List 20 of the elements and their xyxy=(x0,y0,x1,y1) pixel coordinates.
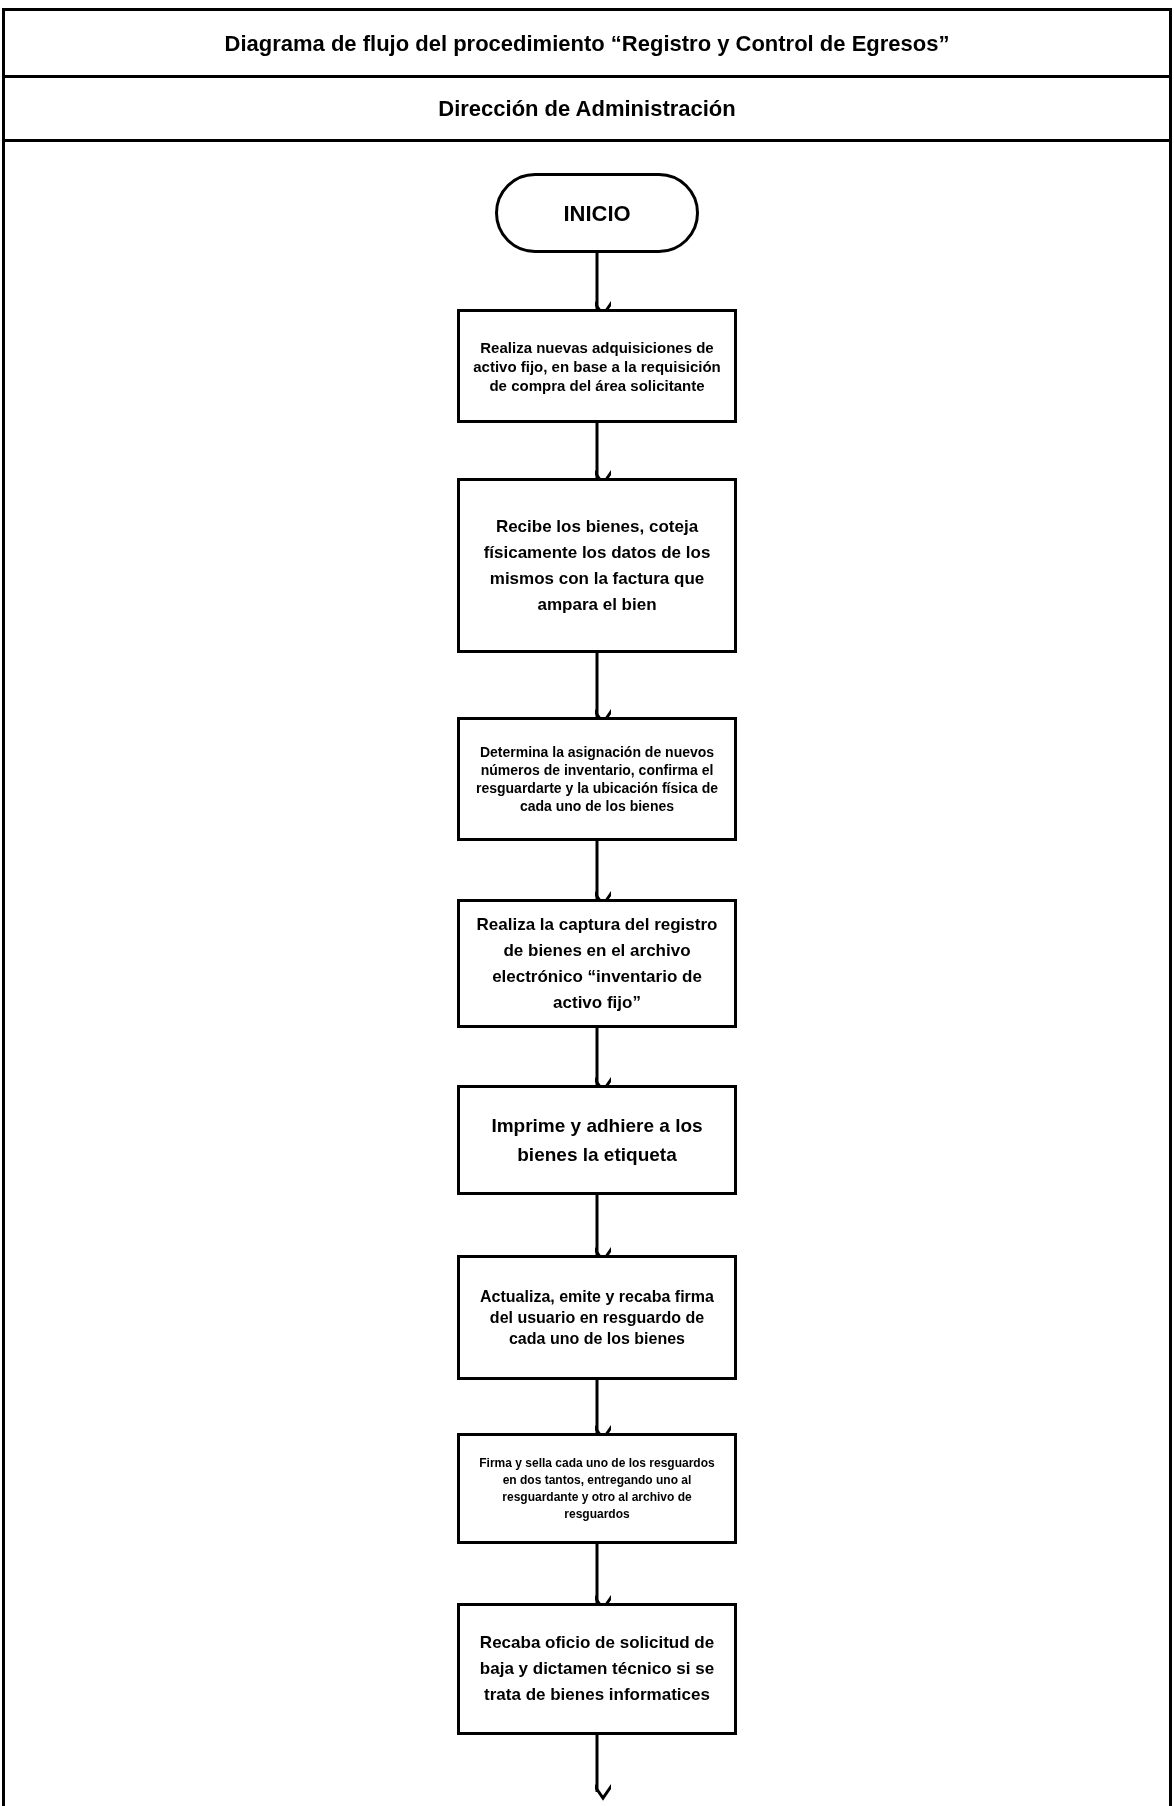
step-text: Realiza nuevas adquisiciones de activo fijo, en base a la requisición de compra del área solicitante xyxy=(472,337,722,395)
process-box xyxy=(457,1603,737,1735)
step-text: Realiza la captura del registro de bienes en el archivo electrónico “inventario de activo fijo” xyxy=(475,913,719,1014)
step-text: Determina la asignación de nuevos números de inventario, confirma el resguardarte y la ubicación física de cada uno de los bienes xyxy=(475,743,719,815)
process-box xyxy=(457,1433,737,1544)
step-text: Imprime y adhiere a los bienes la etiqueta xyxy=(490,1114,704,1167)
process-box xyxy=(457,1255,737,1380)
arrow xyxy=(592,1735,614,1800)
process-box xyxy=(457,899,737,1028)
process-box xyxy=(457,1085,737,1195)
department-label: Dirección de Administración xyxy=(438,95,736,123)
step-text: Recaba oficio de solicitud de baja y dictamen técnico si se trata de bienes informatices xyxy=(478,1632,716,1706)
step-text: Recibe los bienes, coteja físicamente los datos de los mismos con la factura que ampara el bien xyxy=(482,515,712,616)
terminal-label: INICIO xyxy=(563,199,631,228)
step-text: Actualiza, emite y recaba firma del usuario en resguardo de cada uno de los bienes xyxy=(479,1287,715,1349)
process-box xyxy=(457,309,737,423)
step-text: Firma y sella cada uno de los resguardos en dos tantos, entregando uno al resguardante y otro al archivo de resguardos xyxy=(478,1454,716,1523)
title: Diagrama de flujo del procedimiento “Registro y Control de Egresos” xyxy=(224,29,950,58)
process-box xyxy=(457,717,737,841)
process-box xyxy=(457,478,737,653)
